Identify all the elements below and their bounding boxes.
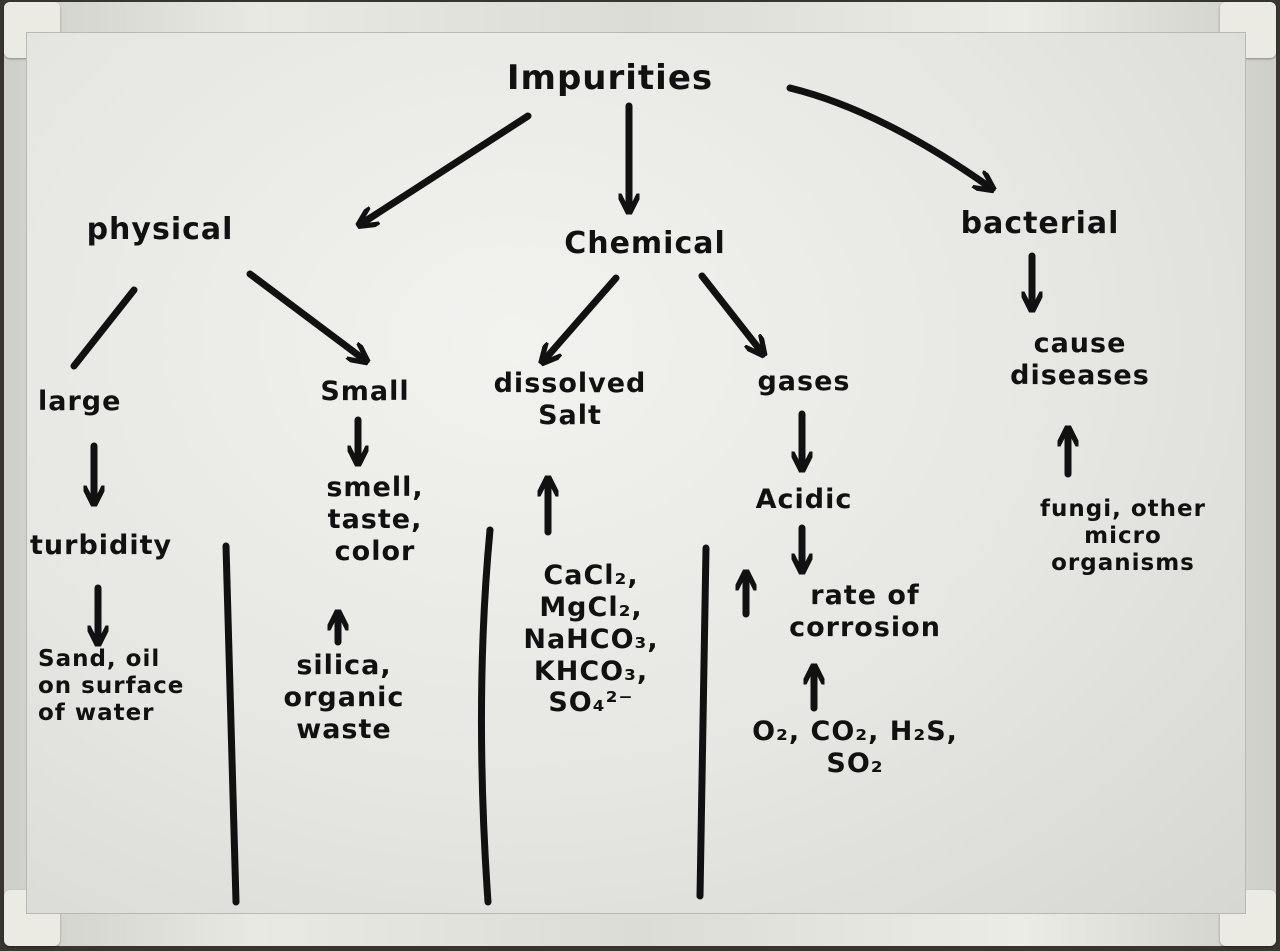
node-cause-diseases: cause diseases — [1010, 328, 1150, 391]
node-rate-of-corrosion: rate of corrosion — [789, 580, 941, 643]
node-salt-examples: CaCl₂, MgCl₂, NaHCO₃, KHCO₃, SO₄²⁻ — [523, 560, 659, 719]
category-bacterial: bacterial — [960, 206, 1120, 241]
node-gas-examples: O₂, CO₂, H₂S, SO₂ — [752, 716, 958, 779]
node-large: large — [38, 386, 122, 417]
line-physical-to-large — [70, 286, 138, 370]
arrow-root-to-physical — [364, 112, 532, 222]
divider-line-3 — [696, 544, 710, 900]
arrow-physical-to-small — [246, 270, 362, 358]
category-chemical: Chemical — [564, 226, 726, 261]
node-gases: gases — [757, 366, 851, 397]
node-dissolved-salt: dissolved Salt — [493, 368, 647, 431]
node-acidic: Acidic — [755, 484, 853, 515]
node-turbidity: turbidity — [30, 530, 173, 561]
divider-line-2 — [477, 526, 494, 906]
node-small: Small — [320, 376, 410, 407]
root-node-impurities: Impurities — [506, 58, 714, 98]
category-physical: physical — [86, 212, 234, 247]
node-small-examples: silica, organic waste — [283, 650, 405, 745]
arrow-chemical-to-dissolved-salt — [546, 274, 620, 358]
node-large-examples: Sand, oil on surface of water — [38, 646, 185, 727]
arrow-chemical-to-gases — [698, 272, 760, 350]
arrow-root-to-bacterial — [786, 84, 988, 186]
node-fungi-examples: fungi, other micro organisms — [1040, 496, 1206, 577]
node-small-effects: smell, taste, color — [326, 472, 424, 567]
divider-line-1 — [222, 542, 240, 906]
